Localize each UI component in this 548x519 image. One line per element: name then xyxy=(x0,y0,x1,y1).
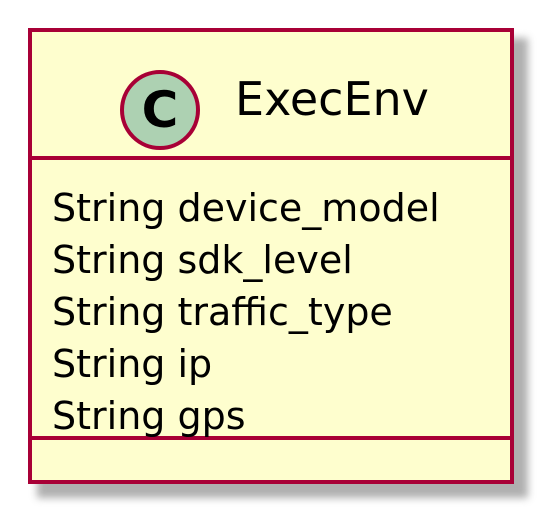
class-field: String traffic_type xyxy=(52,290,393,334)
class-stereotype-icon: C xyxy=(120,70,200,150)
class-field: String gps xyxy=(52,394,246,438)
class-name: ExecEnv xyxy=(235,72,429,126)
class-field: String sdk_level xyxy=(52,238,353,282)
class-field: String device_model xyxy=(52,186,440,230)
class-methods xyxy=(32,440,510,476)
class-fields: String device_model String sdk_level Str… xyxy=(32,160,510,440)
class-field: String ip xyxy=(52,342,213,386)
class-header: C ExecEnv xyxy=(32,32,510,160)
class-box-execenv: C ExecEnv String device_model String sdk… xyxy=(28,28,514,484)
